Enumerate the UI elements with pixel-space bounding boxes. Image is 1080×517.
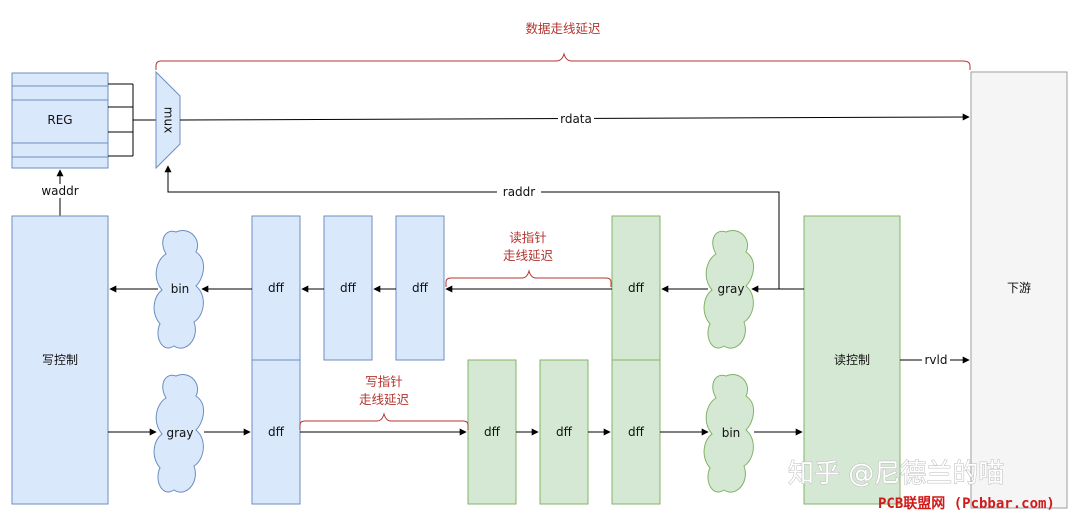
dff-label: dff <box>556 425 573 439</box>
write-control-block <box>11 215 109 505</box>
gray-cloud-write <box>153 374 204 493</box>
read-control-block <box>803 215 901 505</box>
reg-mux-lines <box>108 83 156 157</box>
write-ptr-delay-label-1: 写指针 <box>365 374 403 389</box>
gray-label-read: gray <box>717 282 744 296</box>
mux-shape <box>155 70 181 170</box>
dff-label: dff <box>268 281 285 295</box>
dff-sync-read-3 <box>395 215 445 361</box>
rvld-label: rvld <box>925 353 948 367</box>
dff-sync-write-2 <box>539 359 589 505</box>
bin-cloud-write <box>153 230 204 349</box>
read-control-label: 读控制 <box>834 353 870 367</box>
dff-sync-write-1 <box>467 359 517 505</box>
dff-label: dff <box>628 425 645 439</box>
dff-label: dff <box>412 281 429 295</box>
dff-write-gray <box>251 359 301 505</box>
pcbbar-watermark: PCB联盟网 (Pcbbar.com) <box>878 496 1055 512</box>
dff-label: dff <box>628 281 645 295</box>
read-ptr-delay-label-2: 走线延迟 <box>503 248 554 263</box>
bin-label-write: bin <box>171 282 190 296</box>
data-delay-label: 数据走线延迟 <box>525 21 601 36</box>
rdata-label: rdata <box>560 112 592 126</box>
dff-read-gray <box>611 215 661 361</box>
bin-cloud-read <box>703 374 754 493</box>
raddr-wire <box>164 165 780 289</box>
downstream-block <box>970 71 1068 509</box>
write-ptr-delay-brace <box>299 412 469 430</box>
data-delay-brace <box>155 52 971 70</box>
downstream-label: 下游 <box>1007 281 1031 295</box>
dff-sync-write-3 <box>611 359 661 505</box>
bin-label-read: bin <box>722 426 741 440</box>
write-control-label: 写控制 <box>42 353 78 367</box>
dff-label: dff <box>340 281 357 295</box>
gray-label-write: gray <box>166 426 193 440</box>
dff-label: dff <box>268 425 285 439</box>
dff-label: dff <box>484 425 501 439</box>
read-ptr-delay-brace <box>445 269 612 287</box>
raddr-label: raddr <box>503 185 536 199</box>
gray-cloud-read <box>703 230 754 349</box>
reg-block <box>11 72 109 169</box>
write-ptr-delay-label-2: 走线延迟 <box>359 392 410 407</box>
read-ptr-delay-label-1: 读指针 <box>509 230 547 245</box>
mux-label: mux <box>162 107 176 133</box>
reg-label: REG <box>47 113 72 127</box>
zhihu-watermark: 知乎 @尼德兰的喵 <box>788 459 1004 489</box>
dff-sync-read-2 <box>323 215 373 361</box>
waddr-label: waddr <box>41 184 78 198</box>
